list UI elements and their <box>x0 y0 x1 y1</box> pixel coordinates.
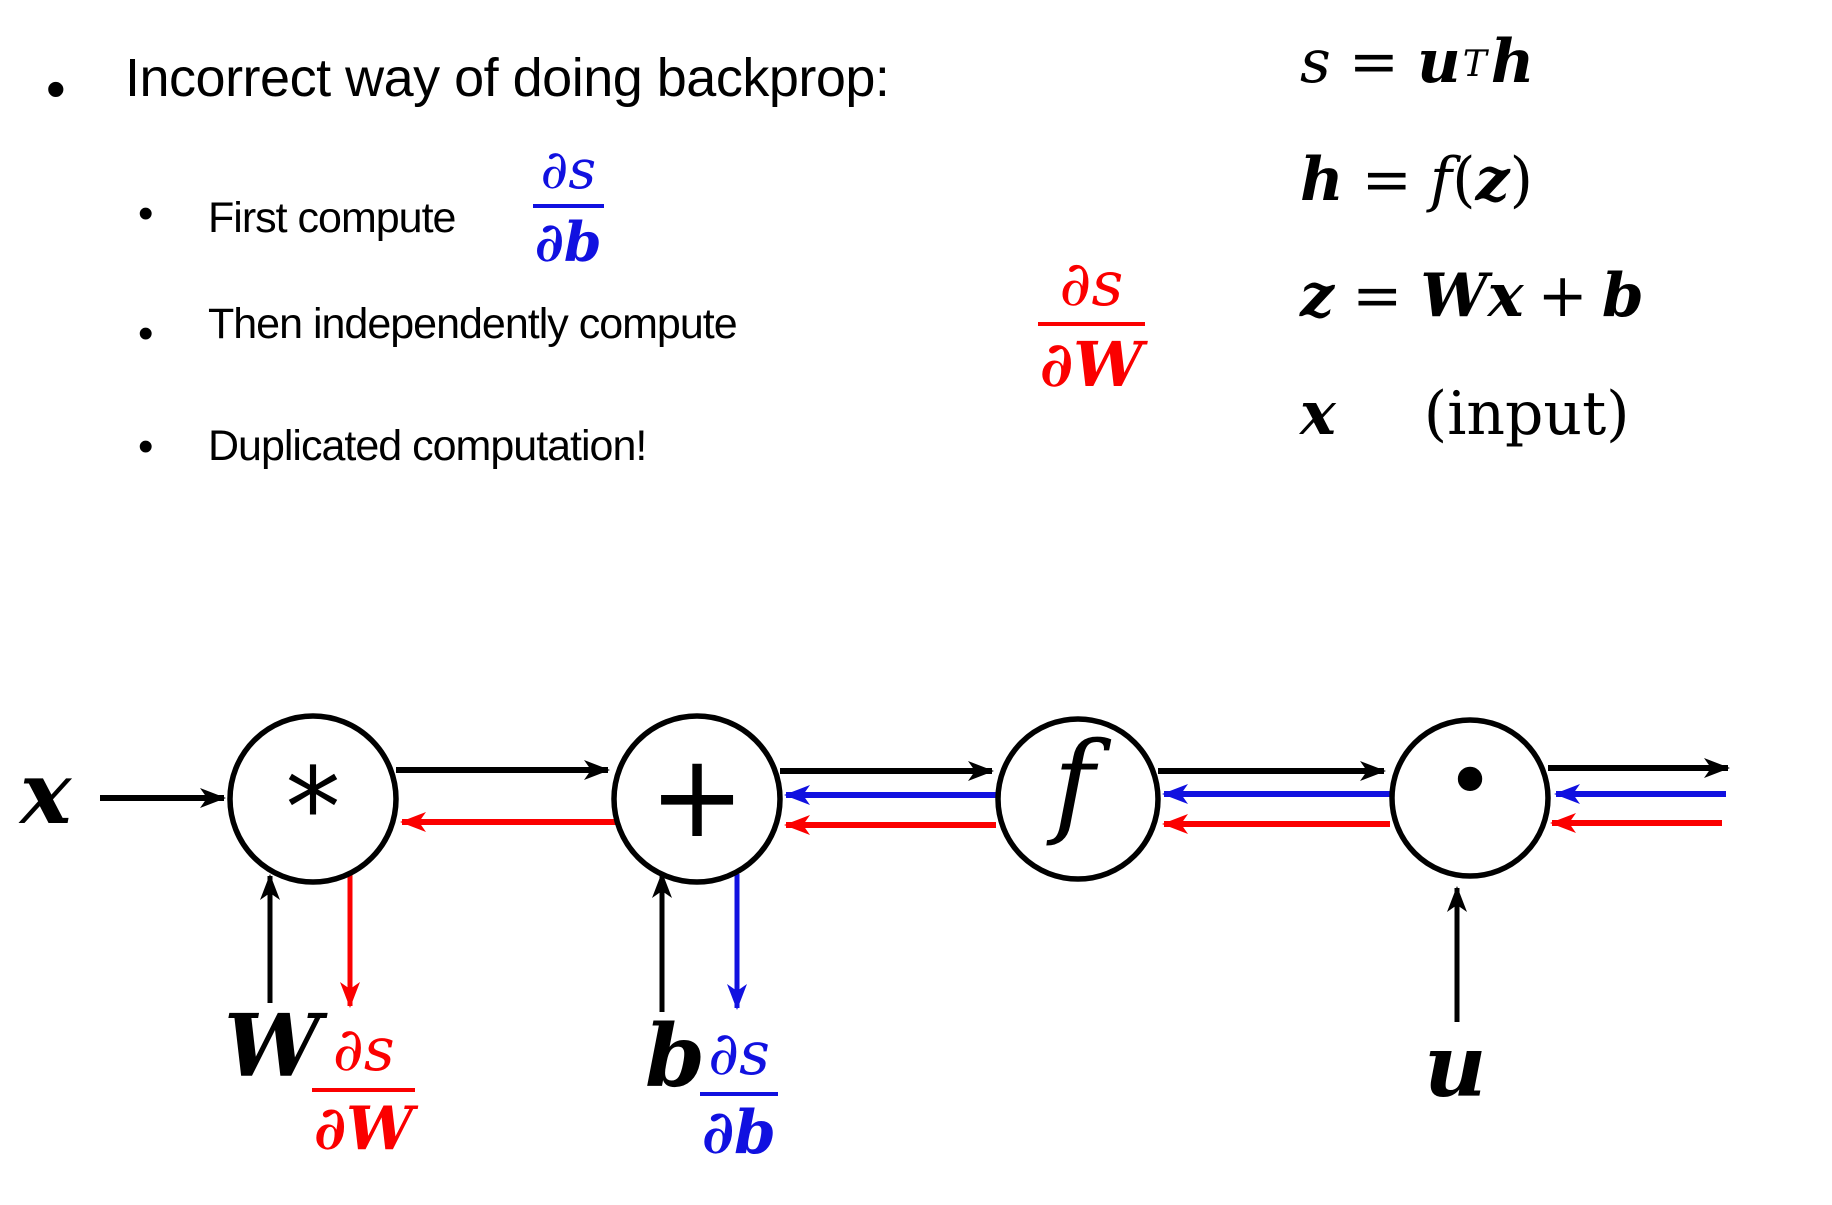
fraction-denominator: ∂b <box>702 1098 777 1169</box>
var-x: x <box>1300 379 1336 449</box>
mul-node-glyph: * <box>286 744 341 872</box>
var-f: f <box>1429 145 1453 215</box>
input-note: (input) <box>1423 379 1630 449</box>
fraction-denominator: ∂W <box>1040 328 1143 402</box>
bullet-marker-sub3: • <box>138 422 154 471</box>
gradient-label-ds-db: ∂s ∂b <box>700 1023 779 1169</box>
fraction-numerator: ∂s <box>700 1023 779 1097</box>
equals-sign: = <box>1352 261 1403 331</box>
equation-h: h=f(z) <box>1300 150 1533 210</box>
input-label-x: x <box>20 743 72 844</box>
sub-bullet-2-text: Then independently compute <box>208 300 738 348</box>
var-h: h <box>1490 27 1535 97</box>
var-s: s <box>1300 27 1331 97</box>
equals-sign: = <box>1348 27 1400 97</box>
equation-z: z=Wx+b <box>1300 266 1644 326</box>
equation-x-input: x(input) <box>1300 384 1630 444</box>
fraction-numerator: ∂s <box>1038 252 1145 327</box>
plus-sign: + <box>1537 261 1588 331</box>
bullet-marker-sub2: • <box>138 309 154 358</box>
add-node-circle <box>611 713 783 885</box>
dot-node-circle <box>1389 717 1551 879</box>
gradient-label-ds-dW: ∂s ∂W <box>312 1019 416 1165</box>
transpose-superscript: T <box>1462 44 1487 85</box>
fraction-numerator: ∂s <box>533 142 604 209</box>
dot-node-glyph: • <box>1445 732 1495 830</box>
input-label-u: u <box>1424 1016 1487 1117</box>
input-label-W: W <box>224 996 321 1097</box>
equals-sign: = <box>1361 145 1412 215</box>
slide-title: Incorrect way of doing backprop: <box>125 48 890 108</box>
sub-bullet-3-text: Duplicated computation! <box>208 422 647 470</box>
var-h: h <box>1300 145 1344 215</box>
f-node-circle <box>995 716 1161 882</box>
fraction-denominator: ∂W <box>314 1094 414 1165</box>
sub-bullet-1-text: First compute <box>208 194 456 242</box>
var-u: u <box>1417 27 1461 97</box>
var-x: x <box>1487 261 1524 331</box>
var-b: b <box>1601 261 1644 331</box>
bullet-marker-level1: • <box>46 57 66 120</box>
fraction-denominator: ∂b <box>535 210 602 275</box>
fraction-numerator: ∂s <box>312 1019 416 1093</box>
var-z: z <box>1475 145 1510 215</box>
mul-node-circle <box>227 713 399 885</box>
input-label-b: b <box>645 1006 706 1107</box>
fraction-ds-dW-inline: ∂s ∂W <box>1038 252 1145 396</box>
equation-s: s=uTh <box>1300 32 1534 92</box>
open-paren: ( <box>1452 145 1476 215</box>
fraction-ds-db-inline: ∂s ∂b <box>533 142 604 270</box>
var-z: z <box>1300 261 1335 331</box>
add-node-glyph: + <box>649 730 745 864</box>
bullet-marker-sub1: • <box>138 189 154 238</box>
var-W: W <box>1420 261 1488 331</box>
close-paren: ) <box>1509 145 1534 215</box>
